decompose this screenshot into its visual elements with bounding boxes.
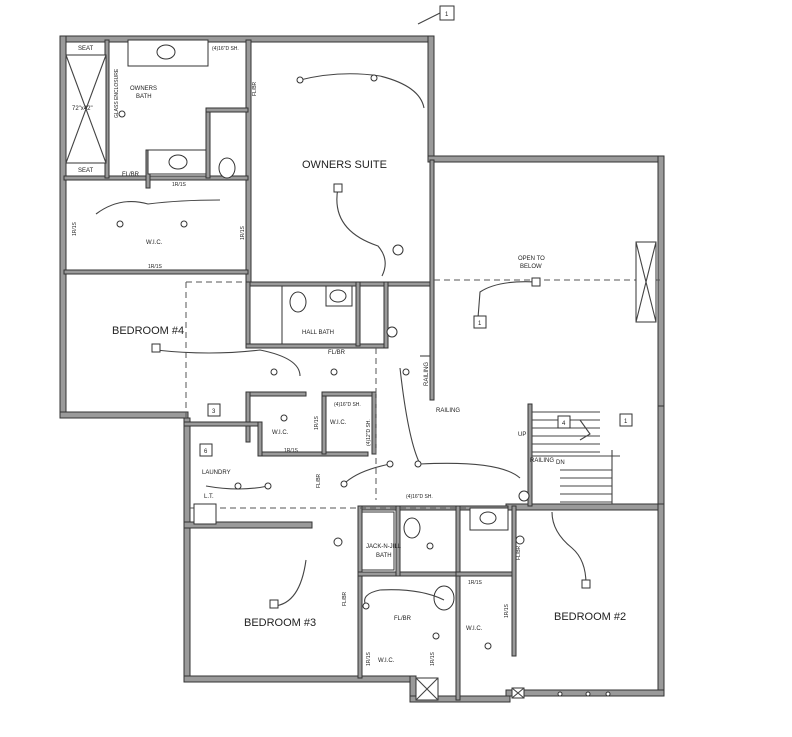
label-wic-hall: W.I.C. (272, 430, 289, 436)
room-owners-suite: OWNERS SUITE (302, 159, 387, 171)
label-fl-br-v1: FL/BR (252, 81, 258, 96)
label-seat-bottom: SEAT (78, 168, 94, 174)
open-to-below-1: OPEN TO (518, 256, 545, 262)
label-fl-br-v4: FL/BR (342, 591, 348, 606)
room-bedroom-3: BEDROOM #3 (244, 617, 316, 629)
room-owners-bath-2: BATH (136, 94, 152, 100)
label-1r1s-b: 1R/1S (148, 264, 163, 270)
label-wic-bottom: W.I.C. (378, 658, 395, 664)
label-dn: DN (556, 460, 565, 466)
label-lt: L.T. (204, 494, 214, 500)
callout-1-stair: 1 (624, 419, 628, 425)
label-fl-br-3: FL/BR (394, 616, 412, 622)
label-wic-center: W.I.C. (330, 420, 347, 426)
label-seat-top: SEAT (78, 46, 94, 52)
label-shelves-owners: (4)16"D SH. (212, 46, 239, 52)
label-1r1s-e: 1R/1S (72, 221, 78, 236)
label-railing-dn: RAILING (530, 458, 554, 464)
label-fl-br-v3: FL/BR (516, 545, 522, 560)
room-laundry: LAUNDRY (202, 470, 231, 476)
label-1r1s-a: 1R/1S (172, 182, 187, 188)
label-1r1s-i: 1R/1S (430, 651, 436, 666)
label-1r1s-h: 1R/1S (366, 651, 372, 666)
open-to-below-2: BELOW (520, 264, 542, 270)
callout-6: 6 (204, 449, 208, 455)
label-fl-br-1: FL/BR (122, 172, 140, 178)
room-jack-n-jill-bath: BATH (376, 553, 392, 559)
floor-below-dashes (185, 279, 660, 509)
label-up: UP (518, 432, 526, 438)
room-bedroom-4: BEDROOM #4 (112, 325, 184, 337)
label-fl-br-v2: FL/BR (316, 473, 322, 488)
fixtures (65, 39, 657, 701)
room-owners-bath: OWNERS (130, 86, 157, 92)
callout-1-open: 1 (478, 321, 482, 327)
callout-1-top: 1 (445, 12, 449, 18)
label-1r1s-g: 1R/1S (314, 415, 320, 430)
callout-4: 4 (562, 421, 566, 427)
label-fl-br-2: FL/BR (328, 350, 346, 356)
label-wic-bed2: W.I.C. (466, 626, 483, 632)
label-1r1s-j: 1R/1S (504, 603, 510, 618)
label-railing-h: RAILING (436, 408, 460, 414)
text-labels: OWNERS SUITE BEDROOM #4 BEDROOM #3 BEDRO… (72, 12, 628, 666)
label-1r1s-f: 1R/1S (240, 225, 246, 240)
label-glass-enclosure: GLASS ENCLOSURE (114, 68, 120, 118)
label-wic-owners: W.I.C. (146, 240, 163, 246)
label-shower-size: 72"x42" (72, 106, 93, 112)
label-shelves-jack: (4)16"D SH. (406, 494, 433, 500)
label-1r1s-c: 1R/1S (284, 448, 299, 454)
room-hall-bath: HALL BATH (302, 330, 334, 336)
light-fixtures (116, 74, 611, 697)
interior-walls (63, 39, 533, 701)
label-shelves-12: (4)12"D SH. (366, 419, 372, 446)
callout-3: 3 (212, 409, 216, 415)
room-jack-n-jill: JACK-N-JILL (366, 544, 402, 550)
room-bedroom-2: BEDROOM #2 (554, 611, 626, 623)
callout-boxes (199, 5, 633, 457)
label-shelves-center: (4)16"D SH. (334, 402, 361, 408)
label-1r1s-d: 1R/1S (468, 580, 483, 586)
label-railing-v: RAILING (424, 362, 430, 386)
